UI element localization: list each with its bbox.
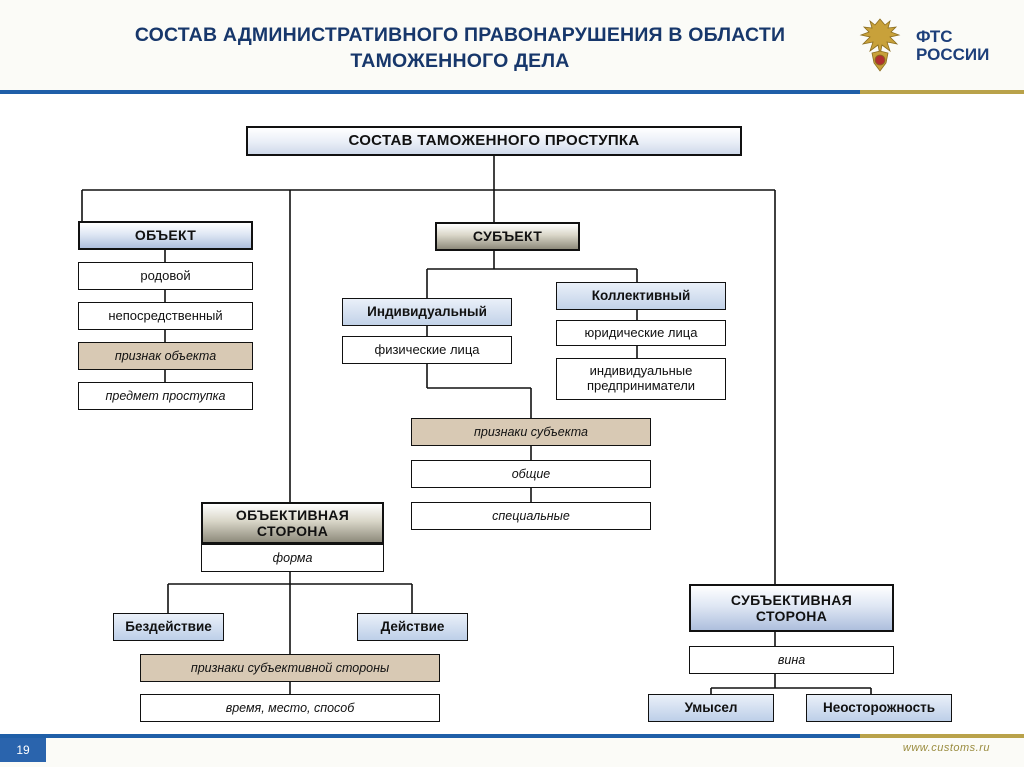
node-subject-feature-1[interactable]: специальные — [411, 502, 651, 530]
slide-footer — [0, 734, 1024, 767]
node-object-item-1[interactable]: непосредственный — [78, 302, 253, 330]
node-objective-side-branch-1[interactable]: Действие — [357, 613, 468, 641]
site-url-label: www.customs.ru — [902, 742, 990, 754]
node-objective-side-features-title[interactable]: признаки субъективной стороны — [140, 654, 440, 682]
fts-logo-text: ФТС РОССИИ — [916, 28, 989, 64]
double-headed-eagle-icon — [859, 18, 901, 72]
node-subjective-side-branch-1[interactable]: Неосторожность — [806, 694, 952, 722]
node-subjective-side-guilt[interactable]: вина — [689, 646, 894, 674]
node-object-title[interactable]: ОБЪЕКТ — [78, 221, 253, 250]
node-subject-collective-item-1[interactable]: индивидуальные предприниматели — [556, 358, 726, 400]
page-number-badge: 19 — [0, 738, 46, 762]
node-root[interactable]: СОСТАВ ТАМОЖЕННОГО ПРОСТУПКА — [246, 126, 742, 156]
node-subject-collective-title[interactable]: Коллективный — [556, 282, 726, 310]
node-subject-features-title[interactable]: признаки субъекта — [411, 418, 651, 446]
fts-logo: ФТС РОССИИ — [852, 10, 1002, 82]
node-subject-individual-item-0[interactable]: физические лица — [342, 336, 512, 364]
node-subjective-side-title[interactable]: СУБЪЕКТИВНАЯ СТОРОНА — [689, 584, 894, 632]
node-object-item-0[interactable]: родовой — [78, 262, 253, 290]
eagle-shield-icon — [874, 54, 886, 66]
node-subjective-side-branch-0[interactable]: Умысел — [648, 694, 774, 722]
node-objective-side-title[interactable]: ОБЪЕКТИВНАЯ СТОРОНА — [201, 502, 384, 544]
fts-logo-line2: РОССИИ — [916, 45, 990, 64]
footer-divider — [0, 734, 1024, 738]
node-object-feature[interactable]: признак объекта — [78, 342, 253, 370]
header-divider — [0, 90, 1024, 94]
node-subject-feature-0[interactable]: общие — [411, 460, 651, 488]
node-subject-collective-item-0[interactable]: юридические лица — [556, 320, 726, 346]
fts-logo-line1: ФТС — [916, 27, 953, 47]
node-subject-title[interactable]: СУБЪЕКТ — [435, 222, 580, 251]
node-objective-side-form[interactable]: форма — [201, 544, 384, 572]
node-objective-side-feature-0[interactable]: время, место, способ — [140, 694, 440, 722]
page-title: СОСТАВ АДМИНИСТРАТИВНОГО ПРАВОНАРУШЕНИЯ … — [134, 24, 786, 73]
node-subject-individual-title[interactable]: Индивидуальный — [342, 298, 512, 326]
diagram-canvas: СОСТАВ ТАМОЖЕННОГО ПРОСТУПКА ОБЪЕКТ родо… — [0, 94, 1024, 734]
node-objective-side-branch-0[interactable]: Бездействие — [113, 613, 224, 641]
node-object-item-3[interactable]: предмет проступка — [78, 382, 253, 410]
slide-header: СОСТАВ АДМИНИСТРАТИВНОГО ПРАВОНАРУШЕНИЯ … — [0, 0, 1024, 94]
